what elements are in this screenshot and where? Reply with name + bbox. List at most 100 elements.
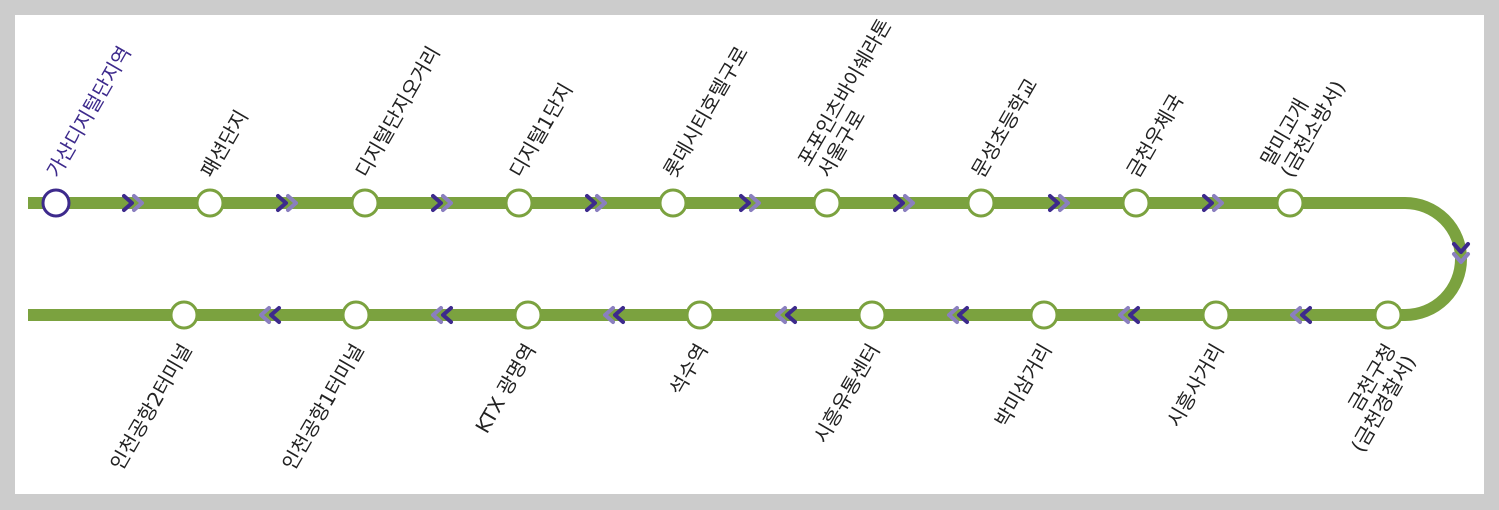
station-label-bottom-4: 석수역 [664, 340, 712, 400]
station-label-line: 문성초등학교 [967, 74, 1043, 182]
station-label-line: 가산디지털단지역 [42, 42, 136, 181]
station-label-top-4: 롯데시티호텔구로 [659, 42, 753, 181]
station-label-bottom-6: 인천공항1터미널 [277, 340, 369, 475]
chevron-stroke [286, 194, 298, 212]
chevron-stroke [1290, 306, 1302, 324]
chevron-stroke [749, 194, 761, 212]
chevron-stroke [276, 194, 288, 212]
double-chevron-icon [431, 194, 453, 212]
chevron-stroke [893, 194, 905, 212]
chevron-stroke [1202, 194, 1214, 212]
station-label-bottom-5: KTX 광명역 [470, 340, 540, 438]
station-marker-top-8 [1275, 188, 1305, 218]
double-chevron-icon [1202, 194, 1224, 212]
chevron-stroke [957, 306, 969, 324]
double-chevron-icon [1452, 242, 1470, 264]
station-label-top-3: 디지털1단지 [505, 79, 578, 182]
station-label-line: 인천공항1터미널 [277, 340, 369, 475]
station-marker-bottom-5 [513, 300, 543, 330]
station-marker-bottom-3 [857, 300, 887, 330]
chevron-stroke [269, 306, 281, 324]
station-label-line: KTX 광명역 [470, 340, 540, 438]
chevron-stroke [122, 194, 134, 212]
double-chevron-icon [122, 194, 144, 212]
station-marker-top-5 [812, 188, 842, 218]
station-label-top-1: 패션단지 [196, 106, 254, 182]
double-chevron-icon [431, 306, 453, 324]
station-label-line: 디지털단지오거리 [351, 42, 445, 181]
station-marker-bottom-6 [341, 300, 371, 330]
chevron-stroke [1128, 306, 1140, 324]
station-marker-top-0 [41, 188, 71, 218]
chevron-stroke [441, 306, 453, 324]
route-path [28, 197, 1467, 321]
chevron-stroke [1048, 194, 1060, 212]
station-label-bottom-3: 시흥유통센터 [809, 340, 885, 448]
direction-chevrons [122, 194, 1470, 324]
station-marker-top-3 [504, 188, 534, 218]
station-marker-bottom-0 [1373, 300, 1403, 330]
station-label-line: 석수역 [664, 340, 712, 400]
chevron-stroke [775, 306, 787, 324]
chevron-stroke [739, 194, 751, 212]
station-label-line: 패션단지 [196, 106, 254, 182]
chevron-stroke [947, 306, 959, 324]
station-label-top-7: 금천우체국 [1122, 90, 1189, 182]
station-label-line: 금천우체국 [1122, 90, 1189, 182]
chevron-stroke [441, 194, 453, 212]
station-label-bottom-0: 금천구청(금천경찰서) [1326, 340, 1421, 457]
station-label-top-8: 말미고개(금천소방서) [1256, 65, 1351, 182]
chevron-stroke [431, 306, 443, 324]
chevron-stroke [603, 306, 615, 324]
station-label-top-0: 가산디지털단지역 [42, 42, 136, 181]
chevron-stroke [1058, 194, 1070, 212]
chevron-stroke [903, 194, 915, 212]
chevron-stroke [1212, 194, 1224, 212]
station-marker-top-1 [195, 188, 225, 218]
station-marker-top-4 [658, 188, 688, 218]
double-chevron-icon [276, 194, 298, 212]
double-chevron-icon [1048, 194, 1070, 212]
station-label-line: 디지털1단지 [505, 79, 578, 182]
stations [41, 188, 1403, 330]
double-chevron-icon [585, 194, 607, 212]
station-marker-bottom-2 [1029, 300, 1059, 330]
chevron-stroke [1118, 306, 1130, 324]
station-label-bottom-2: 박미삼거리 [990, 340, 1057, 432]
double-chevron-icon [1118, 306, 1140, 324]
chevron-stroke [595, 194, 607, 212]
station-label-line: 시흥유통센터 [809, 340, 885, 448]
station-label-top-6: 문성초등학교 [967, 74, 1043, 182]
double-chevron-icon [259, 306, 281, 324]
double-chevron-icon [1290, 306, 1312, 324]
station-label-top-2: 디지털단지오거리 [351, 42, 445, 181]
station-marker-bottom-4 [685, 300, 715, 330]
chevron-stroke [1452, 242, 1470, 254]
double-chevron-icon [775, 306, 797, 324]
station-marker-top-2 [350, 188, 380, 218]
double-chevron-icon [893, 194, 915, 212]
chevron-stroke [1452, 252, 1470, 264]
chevron-stroke [585, 194, 597, 212]
double-chevron-icon [947, 306, 969, 324]
chevron-stroke [259, 306, 271, 324]
route-line [28, 197, 1467, 321]
chevron-stroke [1300, 306, 1312, 324]
double-chevron-icon [739, 194, 761, 212]
station-marker-top-6 [966, 188, 996, 218]
chevron-stroke [132, 194, 144, 212]
station-label-bottom-7: 인천공항2터미널 [105, 340, 197, 475]
station-label-line: 롯데시티호텔구로 [659, 42, 753, 181]
station-marker-top-7 [1121, 188, 1151, 218]
chevron-stroke [431, 194, 443, 212]
station-label-line: 박미삼거리 [990, 340, 1057, 432]
station-label-bottom-1: 시흥사거리 [1162, 340, 1229, 432]
station-marker-bottom-1 [1201, 300, 1231, 330]
station-marker-bottom-7 [169, 300, 199, 330]
station-label-line: 인천공항2터미널 [105, 340, 197, 475]
chevron-stroke [613, 306, 625, 324]
double-chevron-icon [603, 306, 625, 324]
